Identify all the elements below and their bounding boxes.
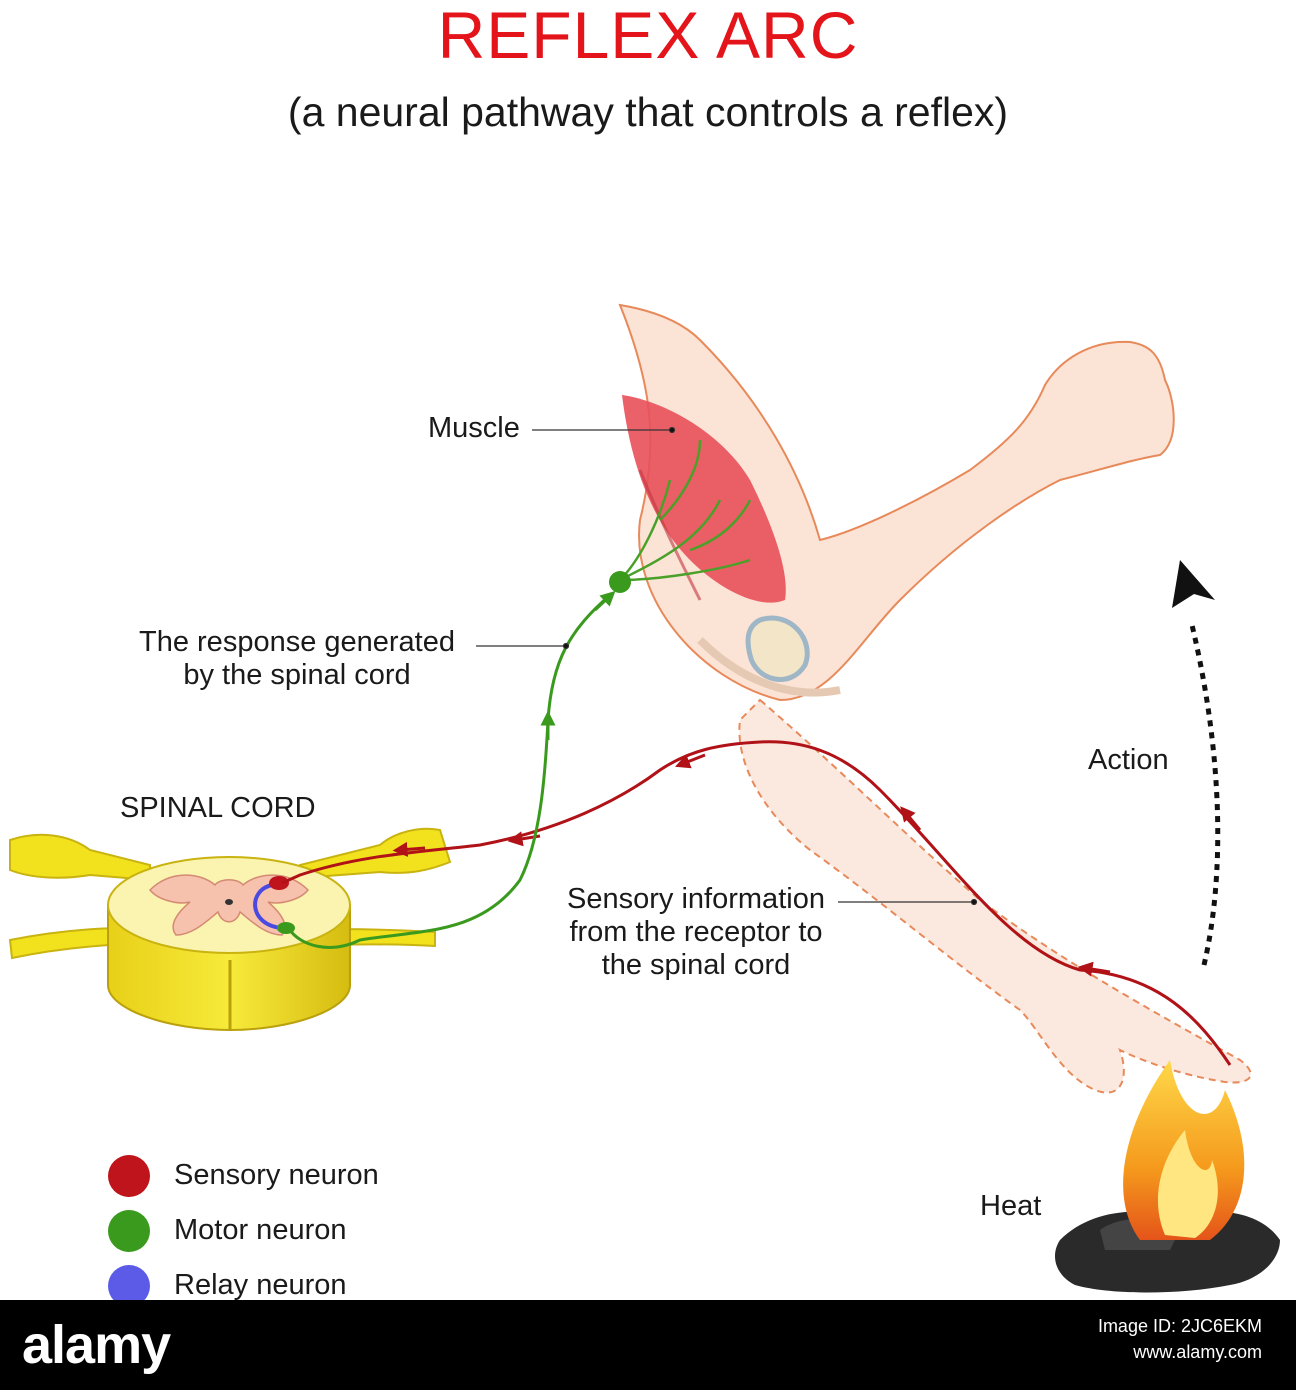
legend-label: Sensory neuron xyxy=(174,1159,379,1191)
sensory-neuron-path xyxy=(281,740,1232,1066)
image-id: Image ID: 2JC6EKM xyxy=(1097,1316,1262,1336)
page-title: REFLEX ARC xyxy=(437,0,859,72)
label-leader-lines xyxy=(476,426,978,906)
legend-label: Relay neuron xyxy=(174,1269,347,1301)
spinal-cord-cross-section xyxy=(8,827,452,1032)
motor-neuron-path xyxy=(288,590,616,949)
raised-arm xyxy=(618,303,1175,702)
action-label: Action xyxy=(1088,744,1169,776)
neuromuscular-junction xyxy=(609,571,631,593)
page-subtitle: (a neural pathway that controls a reflex… xyxy=(287,89,1009,135)
alamy-logo: alamy xyxy=(22,1315,171,1375)
sensory-label-line1: Sensory information xyxy=(567,883,825,915)
sensory-label-line3: the spinal cord xyxy=(601,949,791,981)
forearm-original-position xyxy=(738,698,1252,1094)
stock-footer-bar: alamy Image ID: 2JC6EKM www.alamy.com xyxy=(0,1300,1296,1390)
sensory-color-dot xyxy=(108,1154,150,1197)
legend-label: Motor neuron xyxy=(174,1214,347,1246)
legend-item-sensory: Sensory neuron xyxy=(108,1148,379,1203)
motor-color-dot xyxy=(108,1209,150,1252)
legend-item-relay: Relay neuron xyxy=(108,1258,379,1313)
motor-nerve-endings xyxy=(619,439,752,582)
response-label-line1: The response generated xyxy=(139,626,455,658)
image-url: www.alamy.com xyxy=(1133,1342,1262,1362)
fire-illustration xyxy=(1055,1060,1280,1293)
sensory-label-line2: from the receptor to xyxy=(569,916,823,948)
legend: Sensory neuron Motor neuron Relay neuron xyxy=(108,1148,379,1313)
muscle-label: Muscle xyxy=(428,412,520,444)
action-arrow xyxy=(1172,560,1221,966)
image-meta: Image ID: 2JC6EKM www.alamy.com xyxy=(1098,1314,1262,1366)
legend-item-motor: Motor neuron xyxy=(108,1203,379,1258)
reflex-arc-illustration xyxy=(8,303,1280,1293)
relay-color-dot xyxy=(108,1264,150,1307)
response-label-line2: by the spinal cord xyxy=(183,659,411,691)
heat-label: Heat xyxy=(980,1190,1042,1222)
spinal-cord-label: SPINAL CORD xyxy=(120,792,316,824)
sensory-info-label: Sensory information from the receptor to… xyxy=(548,883,844,982)
response-label: The response generated by the spinal cor… xyxy=(120,626,474,692)
